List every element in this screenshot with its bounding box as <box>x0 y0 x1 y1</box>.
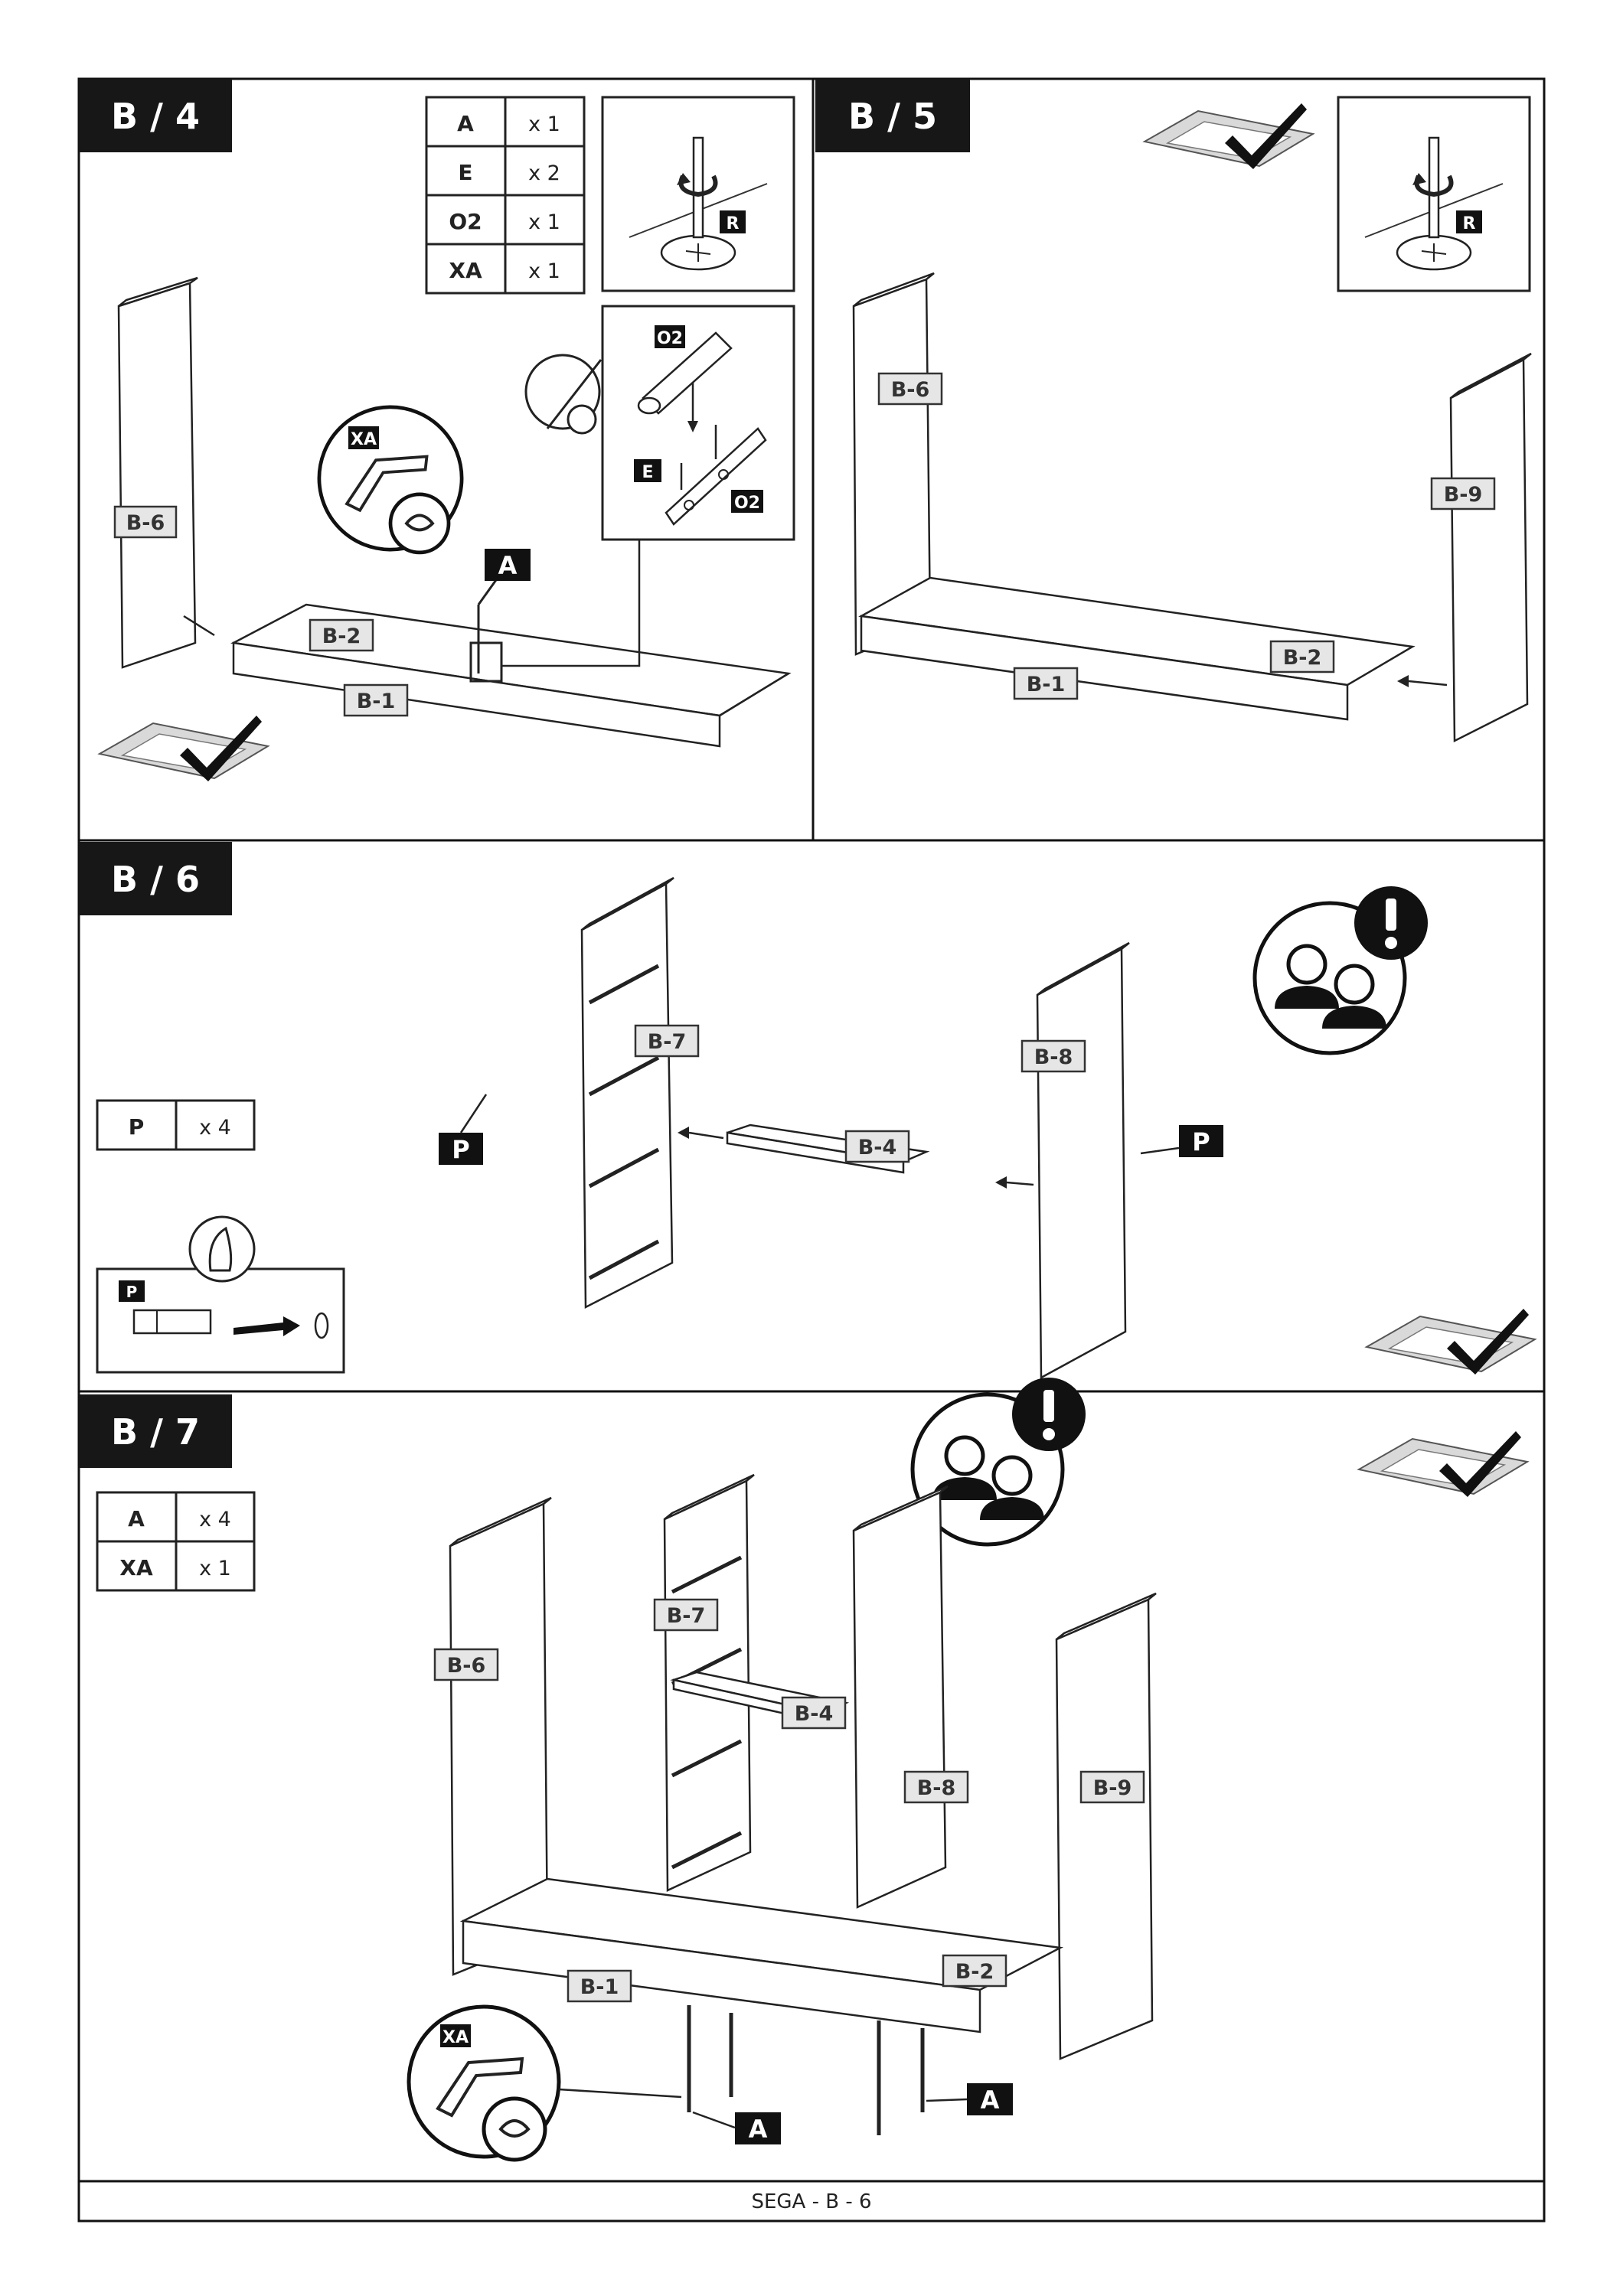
step-b7: B / 7 A x 4 XA x 1 B-6 B-7 <box>79 1378 1528 2160</box>
panel-b7-b6 <box>580 876 674 1309</box>
dowel-p-left-label: P <box>452 1135 469 1164</box>
part-code: O2 <box>449 209 482 234</box>
part-b1-label: B-1 <box>1027 673 1066 696</box>
allen-key-icon <box>319 407 462 553</box>
part-code: E <box>458 160 472 185</box>
part-b4-label: B-4 <box>795 1702 834 1726</box>
part-b9-label: B-9 <box>1093 1776 1132 1800</box>
allen-key-icon <box>409 2007 559 2160</box>
panel-b8-b6 <box>995 941 1130 1380</box>
tool-r-label: R <box>1463 214 1476 233</box>
parts-table-b6: P x 4 <box>96 1099 256 1151</box>
part-b7-label: B-7 <box>667 1604 706 1628</box>
panel-b9-b7 <box>1055 1592 1157 2060</box>
screws-a-right <box>877 2020 925 2135</box>
part-b9-label: B-9 <box>1444 483 1483 507</box>
panel-b6-b4 <box>117 276 215 669</box>
screw-a-right-label: A <box>981 2086 1000 2115</box>
part-qty: x 2 <box>528 161 560 185</box>
step-b6-title: B / 6 <box>111 859 200 900</box>
part-b8-label: B-8 <box>1034 1045 1073 1069</box>
parts-table-b7: A x 4 XA x 1 <box>96 1491 256 1592</box>
part-qty: x 1 <box>528 113 560 136</box>
cam-bolt-icon <box>637 331 733 432</box>
mat-check-icon <box>99 715 269 782</box>
two-persons-warning-icon <box>1255 886 1428 1053</box>
tool-xa-label: XA <box>442 2028 469 2047</box>
panel-b6-b7 <box>449 1496 552 1976</box>
tool-xa-label: XA <box>351 430 377 449</box>
part-code: A <box>457 111 474 136</box>
part-b6-label: B-6 <box>447 1654 486 1678</box>
panel-b8-b7 <box>852 1485 949 1909</box>
part-b7-label: B-7 <box>648 1030 687 1054</box>
part-qty: x 4 <box>199 1508 231 1531</box>
step-b7-title: B / 7 <box>111 1411 200 1453</box>
part-b2-label: B-2 <box>955 1960 994 1984</box>
screw-a-left-label: A <box>749 2115 768 2144</box>
part-b6-label: B-6 <box>891 378 930 402</box>
part-code: P <box>129 1114 145 1140</box>
part-code: XA <box>119 1555 153 1580</box>
screws-a-left <box>687 2005 733 2112</box>
part-b1-label: B-1 <box>357 690 396 713</box>
part-b4-label: B-4 <box>858 1136 897 1159</box>
screw-a-label: A <box>498 551 518 580</box>
step-b6: B / 6 P x 4 P B-7 <box>79 842 1536 1380</box>
connector-plate-icon <box>665 425 767 526</box>
part-qty: x 1 <box>528 259 560 283</box>
part-b2-label: B-2 <box>1283 646 1322 670</box>
panel-b9-b5 <box>1397 352 1532 743</box>
part-code: XA <box>449 258 482 283</box>
mat-check-icon <box>1358 1430 1528 1498</box>
part-b2-label: B-2 <box>322 625 361 648</box>
tool-r-label: R <box>727 214 740 233</box>
page-frame <box>77 77 1546 2223</box>
dowel-p-label: P <box>126 1283 138 1301</box>
o2-bottom-label: O2 <box>734 494 760 513</box>
part-b8-label: B-8 <box>917 1776 956 1800</box>
part-b6-label: B-6 <box>126 511 165 535</box>
hammer-icon <box>524 354 603 435</box>
parts-table-b4: A x 1 E x 2 O2 x 1 XA x 1 <box>425 96 586 295</box>
mat-check-icon <box>1366 1308 1536 1375</box>
panel-b2-b7 <box>459 1877 1064 2033</box>
mat-check-icon <box>1144 103 1314 170</box>
part-qty: x 1 <box>528 210 560 234</box>
part-code: A <box>128 1506 145 1531</box>
o2-top-label: O2 <box>657 329 683 348</box>
screw-e-label: E <box>642 463 653 482</box>
o2-detail-box <box>601 305 795 541</box>
part-qty: x 1 <box>199 1557 231 1580</box>
part-qty: x 4 <box>199 1116 231 1140</box>
dowel-detail-box: P <box>96 1215 345 1374</box>
dowel-p-right-label: P <box>1192 1127 1210 1156</box>
page-footer: SEGA - B - 6 <box>751 2190 871 2213</box>
step-b4-title: B / 4 <box>111 96 200 137</box>
part-b1-label: B-1 <box>580 1975 619 1999</box>
step-b5-title: B / 5 <box>848 96 937 137</box>
step-b4: B / 4 A x 1 E x 2 O2 x 1 XA x 1 R O2 <box>79 79 795 782</box>
step-b5: B / 5 R B-6 B-2 B-1 B-9 <box>815 79 1532 743</box>
